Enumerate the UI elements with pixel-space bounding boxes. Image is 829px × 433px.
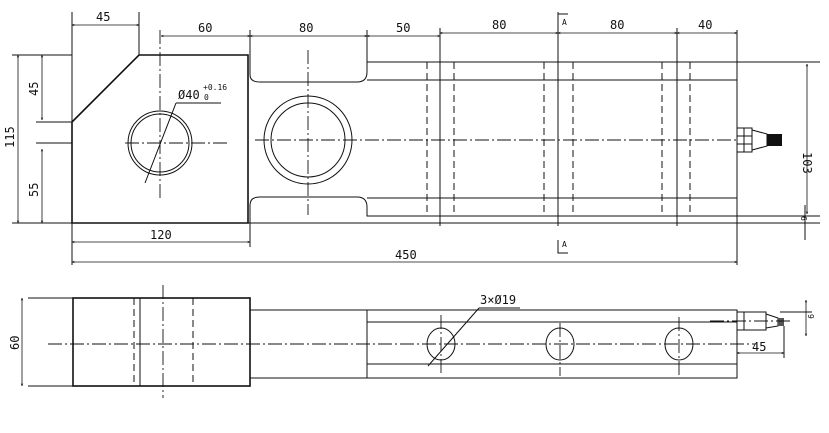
dim-chamfer-height: 45 (27, 82, 41, 96)
cable-side (710, 311, 790, 331)
dim-overall-length: 450 (395, 248, 417, 262)
dim-lower-height: 55 (27, 183, 41, 197)
cable-connector (736, 127, 782, 153)
dim-offset: 6 (799, 216, 808, 221)
bottom-view: 3×Ø19 60 45 9 (8, 285, 815, 398)
through-holes (426, 315, 694, 376)
dim-hole-offset: 60 (198, 21, 212, 35)
dim-cable-length: 45 (752, 340, 766, 354)
lower-tolerance: 0 (204, 93, 209, 102)
dim-step: 50 (396, 21, 410, 35)
dim-chamfer-width: 45 (96, 10, 110, 24)
section-marker-bottom: A (562, 240, 567, 249)
hidden-lines (426, 62, 691, 216)
dim-overall-height: 115 (3, 126, 17, 148)
hole-diameter-label: Ø40 (178, 88, 200, 102)
dim-pitch-2: 80 (610, 18, 624, 32)
upper-tolerance: +0.16 (203, 83, 227, 92)
dim-left-block-width: 120 (150, 228, 172, 242)
dim-cable-offset: 9 (806, 314, 815, 319)
top-view: Ø40 +0.16 0 (3, 10, 820, 265)
dim-middle-width: 80 (299, 21, 313, 35)
dim-right-height: 103 (800, 152, 814, 174)
section-marker-top: A (562, 18, 567, 27)
left-block-side (72, 297, 251, 387)
middle-section (249, 55, 820, 83)
dim-width: 60 (8, 336, 22, 350)
dim-end: 40 (698, 18, 712, 32)
holes-callout: 3×Ø19 (480, 293, 516, 307)
dim-pitch-1: 80 (492, 18, 506, 32)
